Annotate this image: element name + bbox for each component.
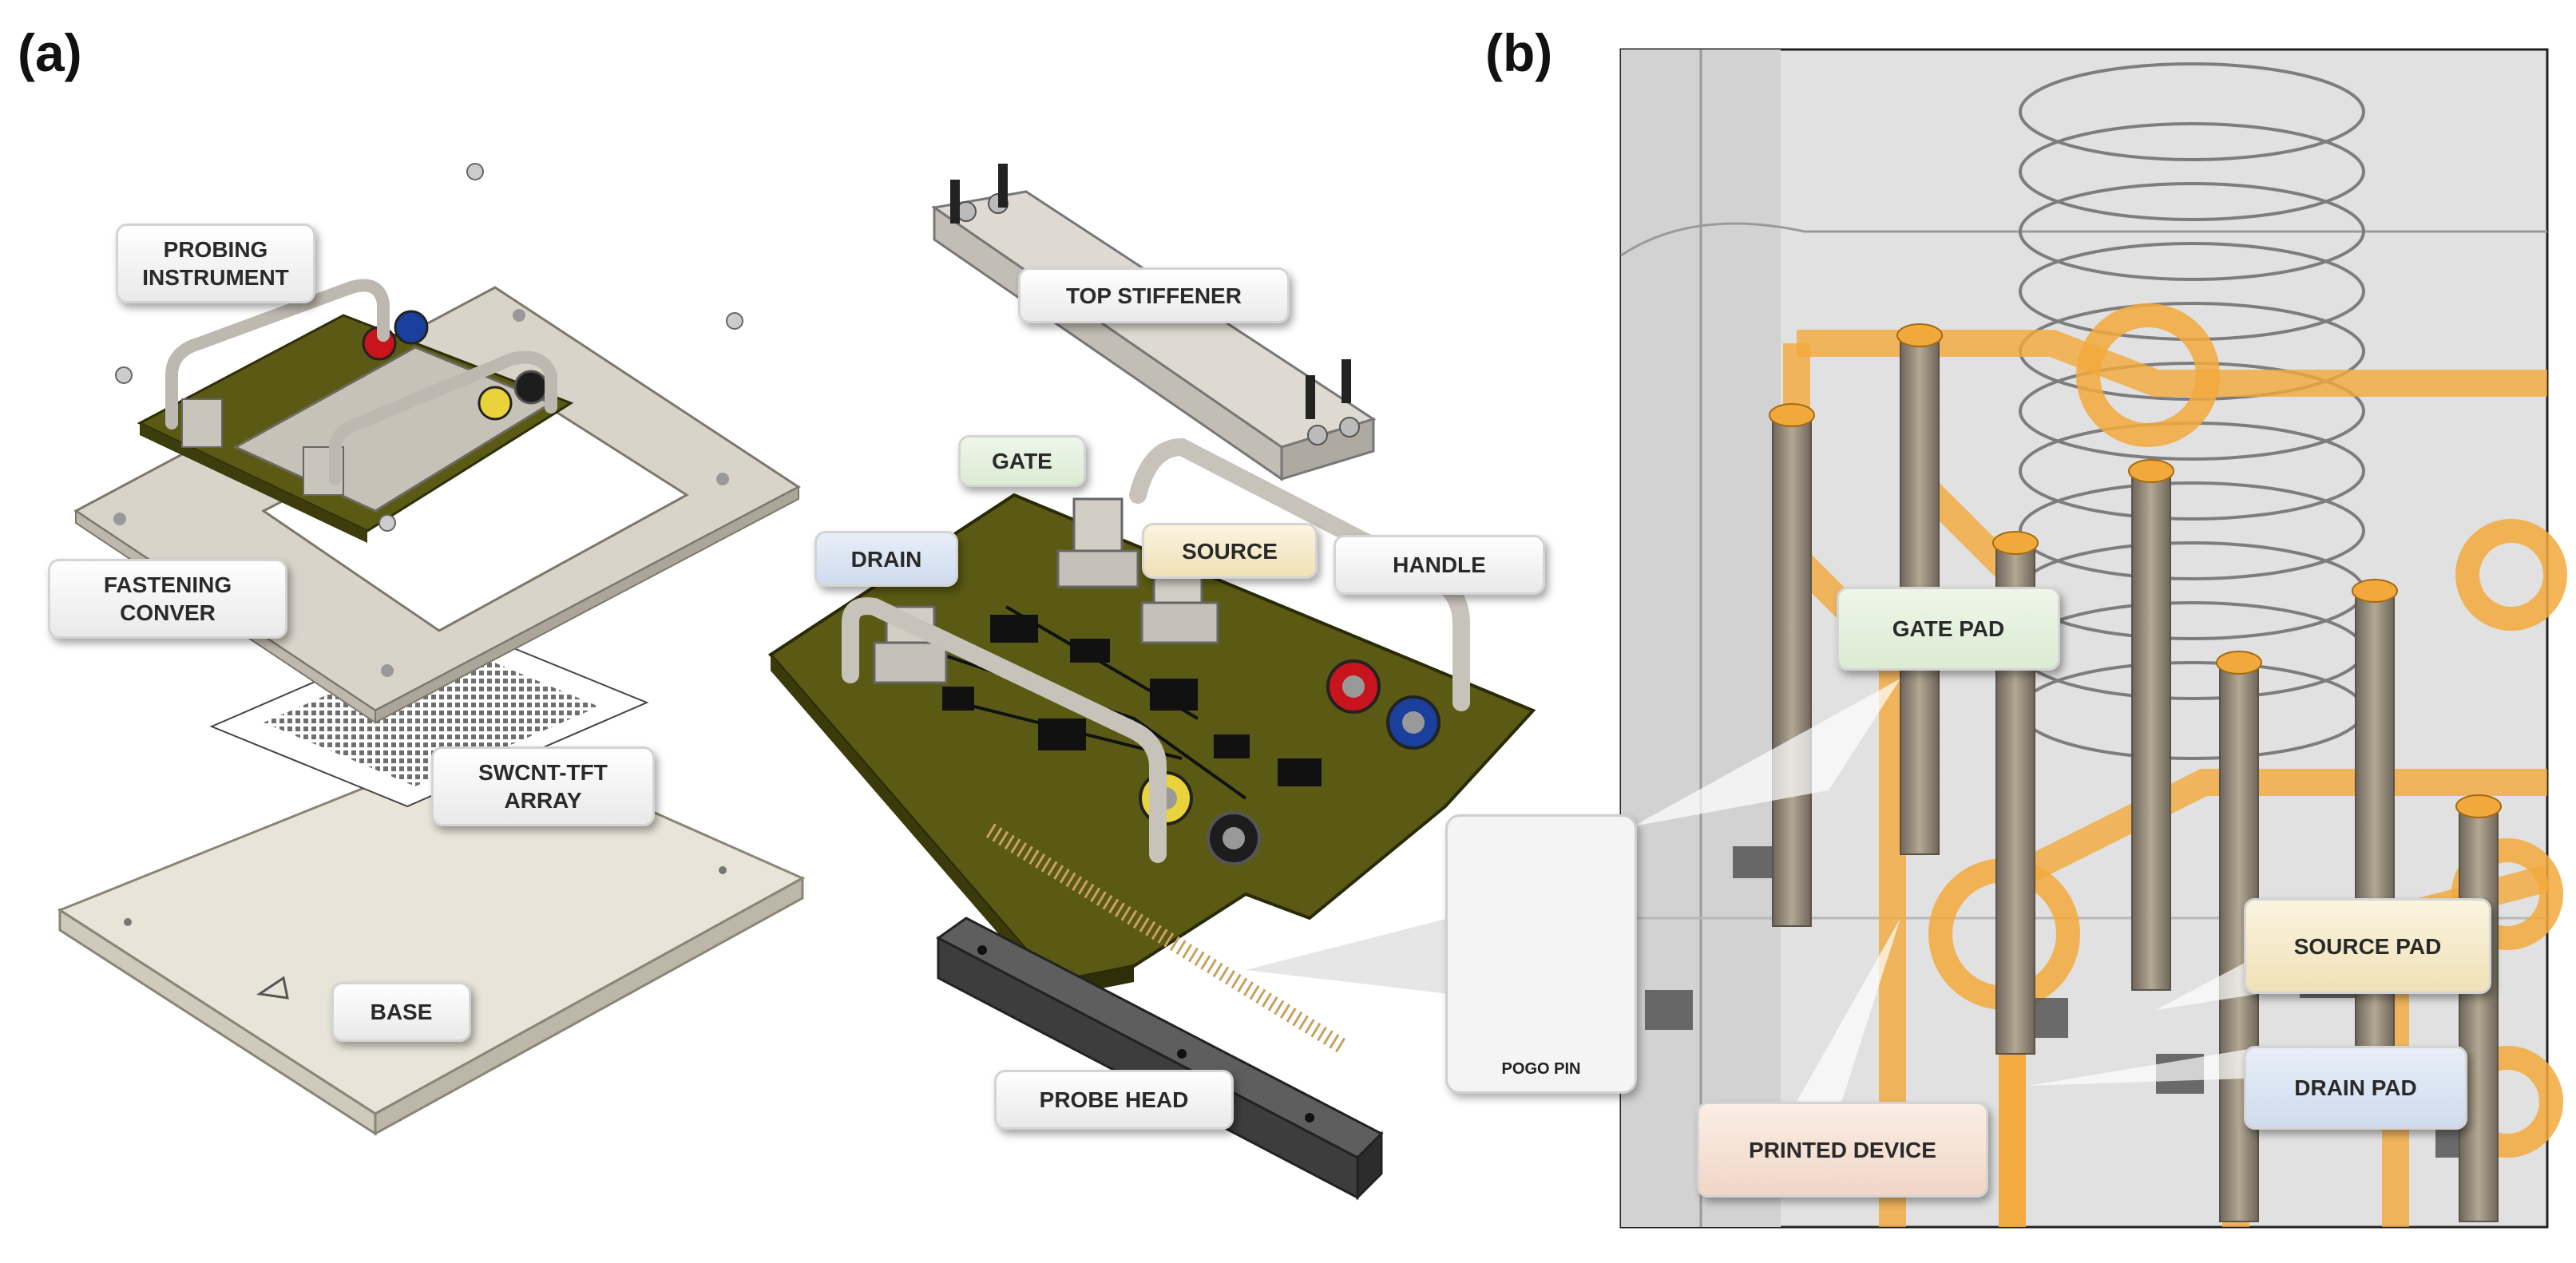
panel-b-closeup — [1619, 48, 2567, 1229]
label-swcnt-tft-array: SWCNT-TFT ARRAY — [431, 746, 655, 826]
label-gate-pad: GATE PAD — [1837, 587, 2060, 671]
label-probe-head: PROBE HEAD — [994, 1070, 1234, 1130]
label-printed-device: PRINTED DEVICE — [1697, 1102, 1988, 1198]
label-drain-pad: DRAIN PAD — [2244, 1046, 2467, 1130]
panel-label-a: (a) — [18, 23, 82, 82]
label-top-stiffener: TOP STIFFENER — [1018, 267, 1290, 323]
label-base: BASE — [331, 982, 471, 1042]
label-handle: HANDLE — [1334, 535, 1545, 595]
panel-label-b: (b) — [1485, 23, 1553, 82]
label-source: SOURCE — [1142, 523, 1318, 579]
label-gate: GATE — [958, 435, 1086, 487]
pogo-pin-inset: POGO PIN — [1445, 814, 1637, 1094]
pogo-callout-wedge — [1246, 918, 1449, 994]
pogo-pin-label: POGO PIN — [1501, 1060, 1581, 1078]
probing-instrument-assembly — [115, 163, 743, 543]
label-fastening-cover: FASTENING CONVER — [48, 559, 287, 639]
label-probing-instrument: PROBING INSTRUMENT — [116, 224, 315, 303]
label-source-pad: SOURCE PAD — [2244, 898, 2491, 994]
main-pcb — [767, 437, 1536, 998]
base-plate — [57, 737, 806, 1136]
pogo-pins-closeup — [1769, 323, 2502, 1222]
label-drain: DRAIN — [814, 531, 958, 587]
